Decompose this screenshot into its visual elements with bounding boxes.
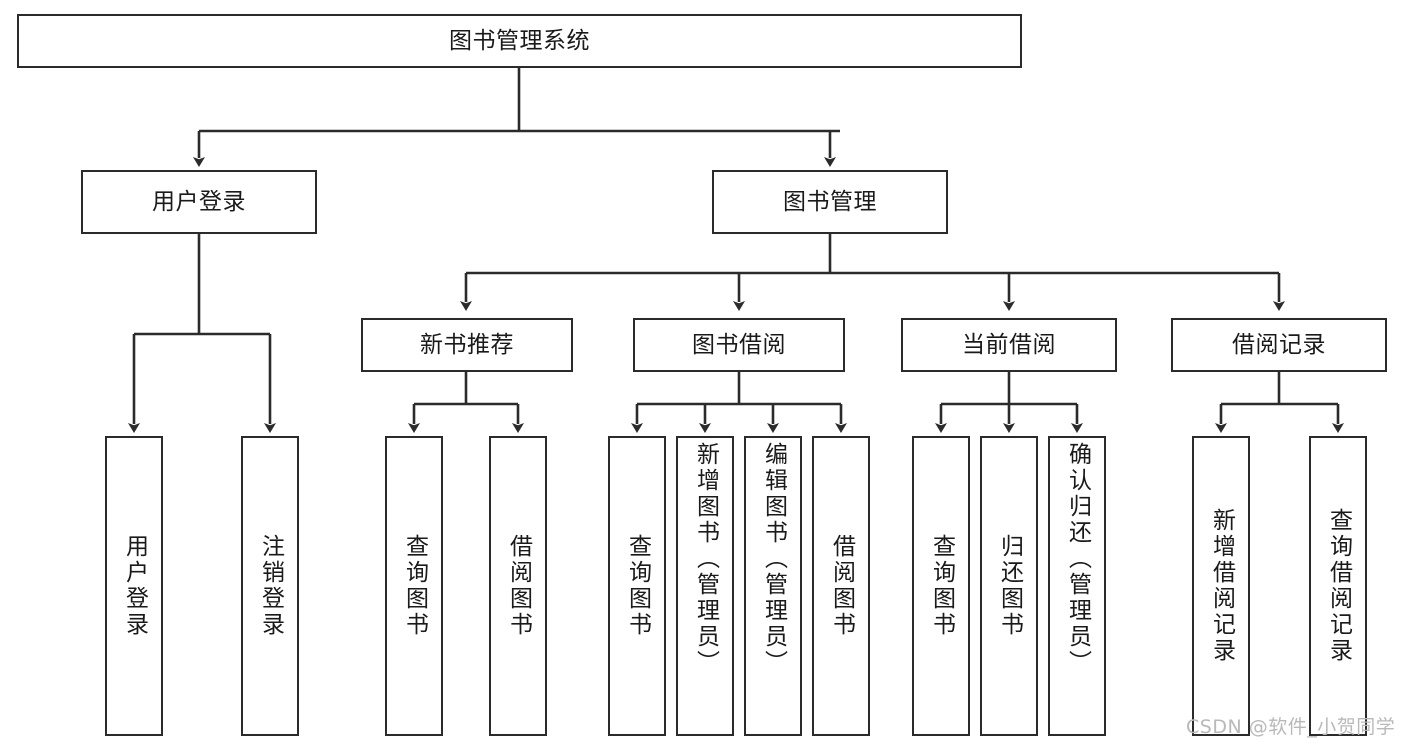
node-label: 用户登录 <box>121 534 148 638</box>
node-label: 查询图书 <box>624 534 651 638</box>
leaf-borrow-query-book[interactable]: 查询图书 <box>608 436 666 736</box>
leaf-current-return-book[interactable]: 归还图书 <box>980 436 1038 736</box>
node-label: 图书借阅 <box>692 331 786 358</box>
node-label: 当前借阅 <box>962 331 1056 358</box>
node-label: 确认归还（管理员） <box>1064 442 1091 676</box>
leaf-current-query-book[interactable]: 查询图书 <box>912 436 970 736</box>
node-label: 查询借阅记录 <box>1325 508 1352 664</box>
node-new-book-recommend[interactable]: 新书推荐 <box>361 318 573 372</box>
node-label: 借阅图书 <box>505 534 532 638</box>
node-borrow-record[interactable]: 借阅记录 <box>1171 318 1387 372</box>
leaf-borrow-borrow-book[interactable]: 借阅图书 <box>812 436 870 736</box>
leaf-borrow-add-book[interactable]: 新增图书（管理员） <box>676 436 734 736</box>
node-label: 查询图书 <box>928 534 955 638</box>
node-label: 图书管理系统 <box>449 27 590 54</box>
node-label: 图书管理 <box>783 188 877 215</box>
node-label: 新书推荐 <box>420 331 514 358</box>
leaf-newbook-borrow-book[interactable]: 借阅图书 <box>489 436 547 736</box>
node-label: 归还图书 <box>996 534 1023 638</box>
node-label: 借阅记录 <box>1232 331 1326 358</box>
node-book-management[interactable]: 图书管理 <box>712 170 948 234</box>
leaf-user-login-logout[interactable]: 注销登录 <box>241 436 299 736</box>
leaf-borrow-edit-book[interactable]: 编辑图书（管理员） <box>744 436 802 736</box>
node-label: 新增借阅记录 <box>1208 508 1235 664</box>
leaf-record-add-record[interactable]: 新增借阅记录 <box>1192 436 1250 736</box>
leaf-record-query-record[interactable]: 查询借阅记录 <box>1309 436 1367 736</box>
node-label: 编辑图书（管理员） <box>760 442 787 676</box>
leaf-newbook-query-book[interactable]: 查询图书 <box>385 436 443 736</box>
leaf-current-confirm-return[interactable]: 确认归还（管理员） <box>1048 436 1106 736</box>
node-label: 注销登录 <box>257 534 284 638</box>
leaf-user-login-login[interactable]: 用户登录 <box>105 436 163 736</box>
node-current-borrow[interactable]: 当前借阅 <box>901 318 1117 372</box>
node-root-system[interactable]: 图书管理系统 <box>17 14 1022 68</box>
node-label: 用户登录 <box>152 188 246 215</box>
node-user-login[interactable]: 用户登录 <box>81 170 317 234</box>
node-label: 查询图书 <box>401 534 428 638</box>
node-label: 借阅图书 <box>828 534 855 638</box>
node-label: 新增图书（管理员） <box>692 442 719 676</box>
node-book-borrow[interactable]: 图书借阅 <box>633 318 845 372</box>
